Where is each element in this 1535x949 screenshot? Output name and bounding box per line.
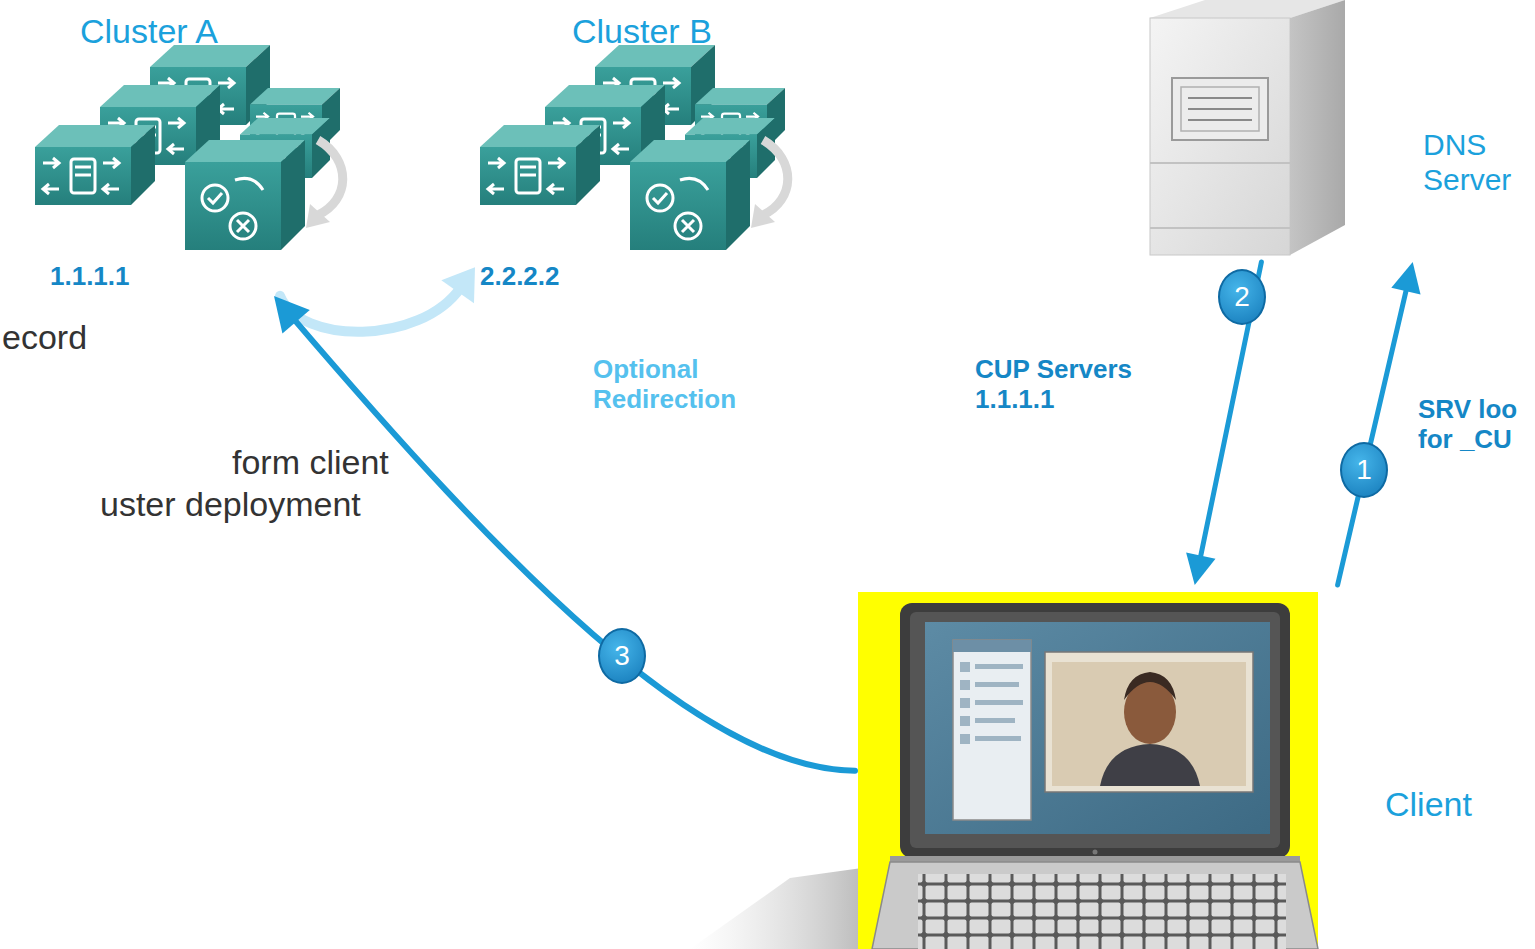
cluster-title: Cluster A <box>80 12 218 51</box>
connector-line <box>1338 287 1407 585</box>
laptop-illustration-part <box>1052 662 1246 786</box>
connector <box>274 296 855 771</box>
laptop-illustration-part <box>918 874 1286 949</box>
laptop-illustration-part <box>1045 652 1253 792</box>
arrowhead <box>1186 553 1215 585</box>
laptop-illustration-part-part <box>975 736 1021 741</box>
cropped-slide-text: uster deployment <box>100 485 361 524</box>
laptop-illustration-part-part <box>975 700 1023 705</box>
laptop-illustration-part <box>872 862 1318 949</box>
cropped-slide-text: form client <box>232 443 389 482</box>
cluster-title: Cluster B <box>572 12 712 51</box>
client-label: Client <box>1385 785 1472 824</box>
laptop-illustration-part-part <box>960 662 970 672</box>
cluster-a: Cluster A 1.1.1.1 <box>25 10 325 296</box>
laptop-illustration-part-part <box>975 718 1015 723</box>
laptop-illustration-part <box>925 622 1270 834</box>
callout-number: 3 <box>598 628 646 684</box>
server-label: DNS Server <box>1423 128 1533 197</box>
ip-address: 2.2.2.2 <box>480 262 560 292</box>
laptop-illustration-part <box>1124 672 1176 700</box>
laptop-illustration-part-part <box>960 680 970 690</box>
edge-label: Optional Redirection <box>593 355 753 415</box>
laptop-illustration-part-part <box>960 698 970 708</box>
cluster-a-servers <box>35 45 343 250</box>
laptop-illustration-part <box>910 612 1280 848</box>
laptop-illustration-part <box>900 603 1290 858</box>
laptop-illustration <box>690 592 1318 949</box>
callout-number: 1 <box>1340 442 1388 498</box>
dns-server-icon-part <box>1188 98 1252 120</box>
edge-label: CUP Servers 1.1.1.1 <box>975 355 1150 415</box>
cluster-b-servers <box>480 45 788 250</box>
cluster-b-servers-part <box>480 45 788 250</box>
dns-server: DNS Server <box>1145 0 1533 262</box>
dns-server-icon-part <box>1181 87 1259 131</box>
edge-label: SRV loo for _CU <box>1418 395 1530 455</box>
laptop-illustration-part <box>960 662 1023 744</box>
callout-number: 2 <box>1218 269 1266 325</box>
cropped-slide-text: ecord <box>2 318 87 357</box>
ip-address: 1.1.1.1 <box>50 262 130 292</box>
laptop-illustration-part-part <box>960 734 970 744</box>
client-laptop: Client <box>855 585 1490 949</box>
connector <box>1338 262 1421 585</box>
arrowhead <box>441 267 475 303</box>
laptop-illustration-part-part <box>975 682 1019 687</box>
connector <box>280 267 475 332</box>
dns-server-icon-part <box>1172 78 1268 140</box>
cluster-b: Cluster B 2.2.2.2 <box>475 10 775 296</box>
laptop-illustration-part <box>1100 744 1200 786</box>
cluster-a-servers-part <box>35 45 343 250</box>
dns-server-icon-part <box>1150 18 1290 255</box>
dns-server-icon-part <box>1150 163 1290 228</box>
laptop-illustration-part <box>858 592 1318 949</box>
laptop-illustration-part <box>918 874 1286 949</box>
laptop-illustration-part <box>953 640 1031 820</box>
laptop-illustration-part <box>1093 850 1098 855</box>
connector-line <box>293 318 855 771</box>
laptop-illustration-part-part <box>975 664 1023 669</box>
arrowhead <box>274 296 310 334</box>
laptop-illustration-part-part <box>960 716 970 726</box>
laptop-illustration-part <box>953 640 1031 652</box>
dns-server-icon <box>1150 0 1345 255</box>
arrowhead <box>1391 262 1420 295</box>
dns-server-icon-part <box>1290 0 1345 255</box>
